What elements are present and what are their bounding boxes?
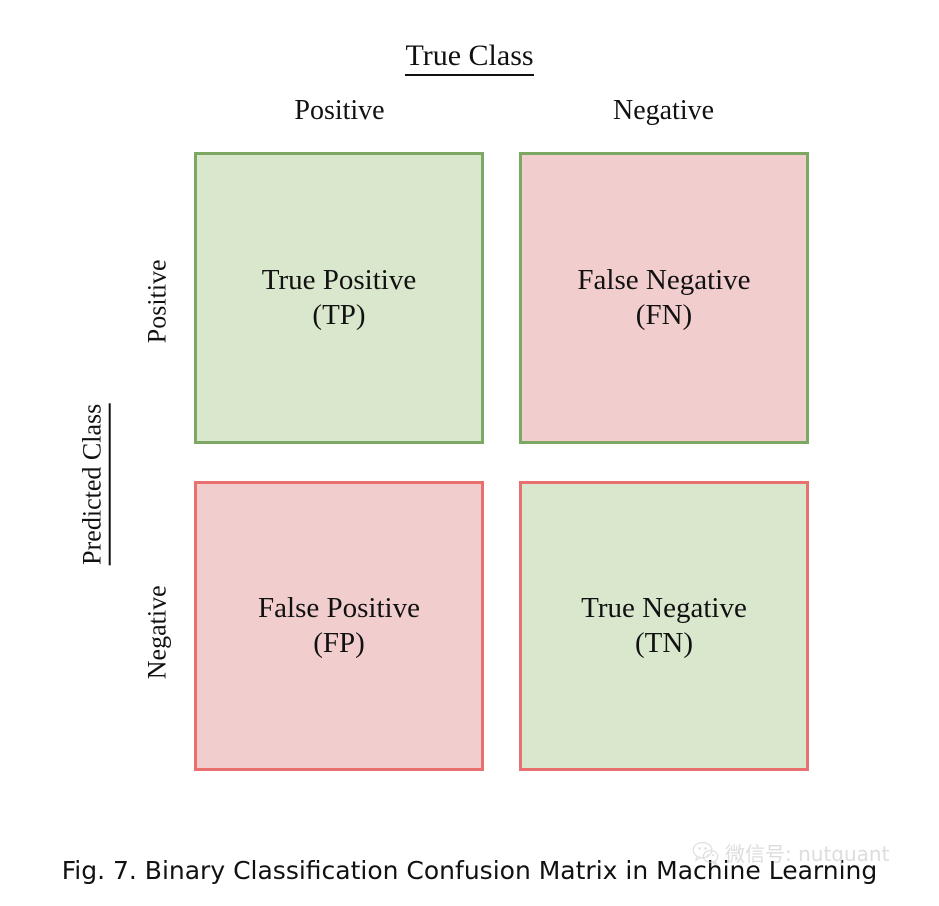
matrix-cell-false-positive-label: False Positive	[258, 591, 420, 624]
figure-caption: Fig. 7. Binary Classification Confusion …	[61, 856, 878, 885]
matrix-cell-false-negative-label: False Negative	[577, 263, 751, 296]
matrix-cell-true-negative-label: True Negative	[581, 591, 747, 624]
matrix-cell-false-negative-abbr: (FN)	[635, 299, 693, 331]
matrix-cell-false-negative: False Negative (FN)	[519, 152, 809, 444]
matrix-cell-false-positive-abbr: (FP)	[313, 627, 365, 659]
matrix-cell-true-positive-label: True Positive	[261, 263, 417, 296]
matrix-cell-false-positive: False Positive (FP)	[194, 481, 484, 771]
matrix-cell-true-positive: True Positive (TP)	[194, 152, 484, 444]
column-header-row: Positive Negative	[195, 95, 808, 127]
matrix-cell-true-negative: True Negative (TN)	[519, 481, 809, 771]
matrix-cell-true-positive-abbr: (TP)	[312, 299, 366, 331]
column-header-positive: Positive	[294, 95, 385, 126]
column-header-negative: Negative	[612, 95, 715, 126]
predicted-class-axis-title: Predicted Class	[77, 374, 111, 594]
matrix-cell-true-negative-abbr: (TN)	[635, 627, 693, 659]
true-class-axis-title: True Class	[0, 39, 939, 76]
true-class-axis-title-text: True Class	[405, 39, 534, 76]
predicted-class-axis-title-text: Predicted Class	[77, 403, 111, 565]
row-header-positive: Positive	[142, 259, 172, 344]
row-header-negative: Negative	[142, 585, 172, 680]
